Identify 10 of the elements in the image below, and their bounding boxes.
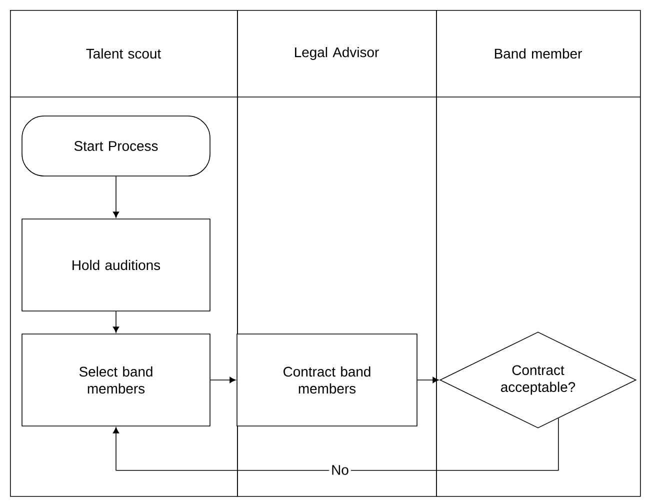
arrow <box>417 376 439 384</box>
arrow <box>210 376 236 384</box>
arrow <box>112 311 120 333</box>
arrow <box>112 176 120 218</box>
process-box: Hold auditions <box>22 218 210 312</box>
process-box: Contract band members <box>236 334 418 426</box>
arrow <box>112 418 559 471</box>
process-box: Select band members <box>22 334 210 426</box>
edge-label: No <box>332 465 348 475</box>
start-terminal: Start Process <box>22 116 210 176</box>
